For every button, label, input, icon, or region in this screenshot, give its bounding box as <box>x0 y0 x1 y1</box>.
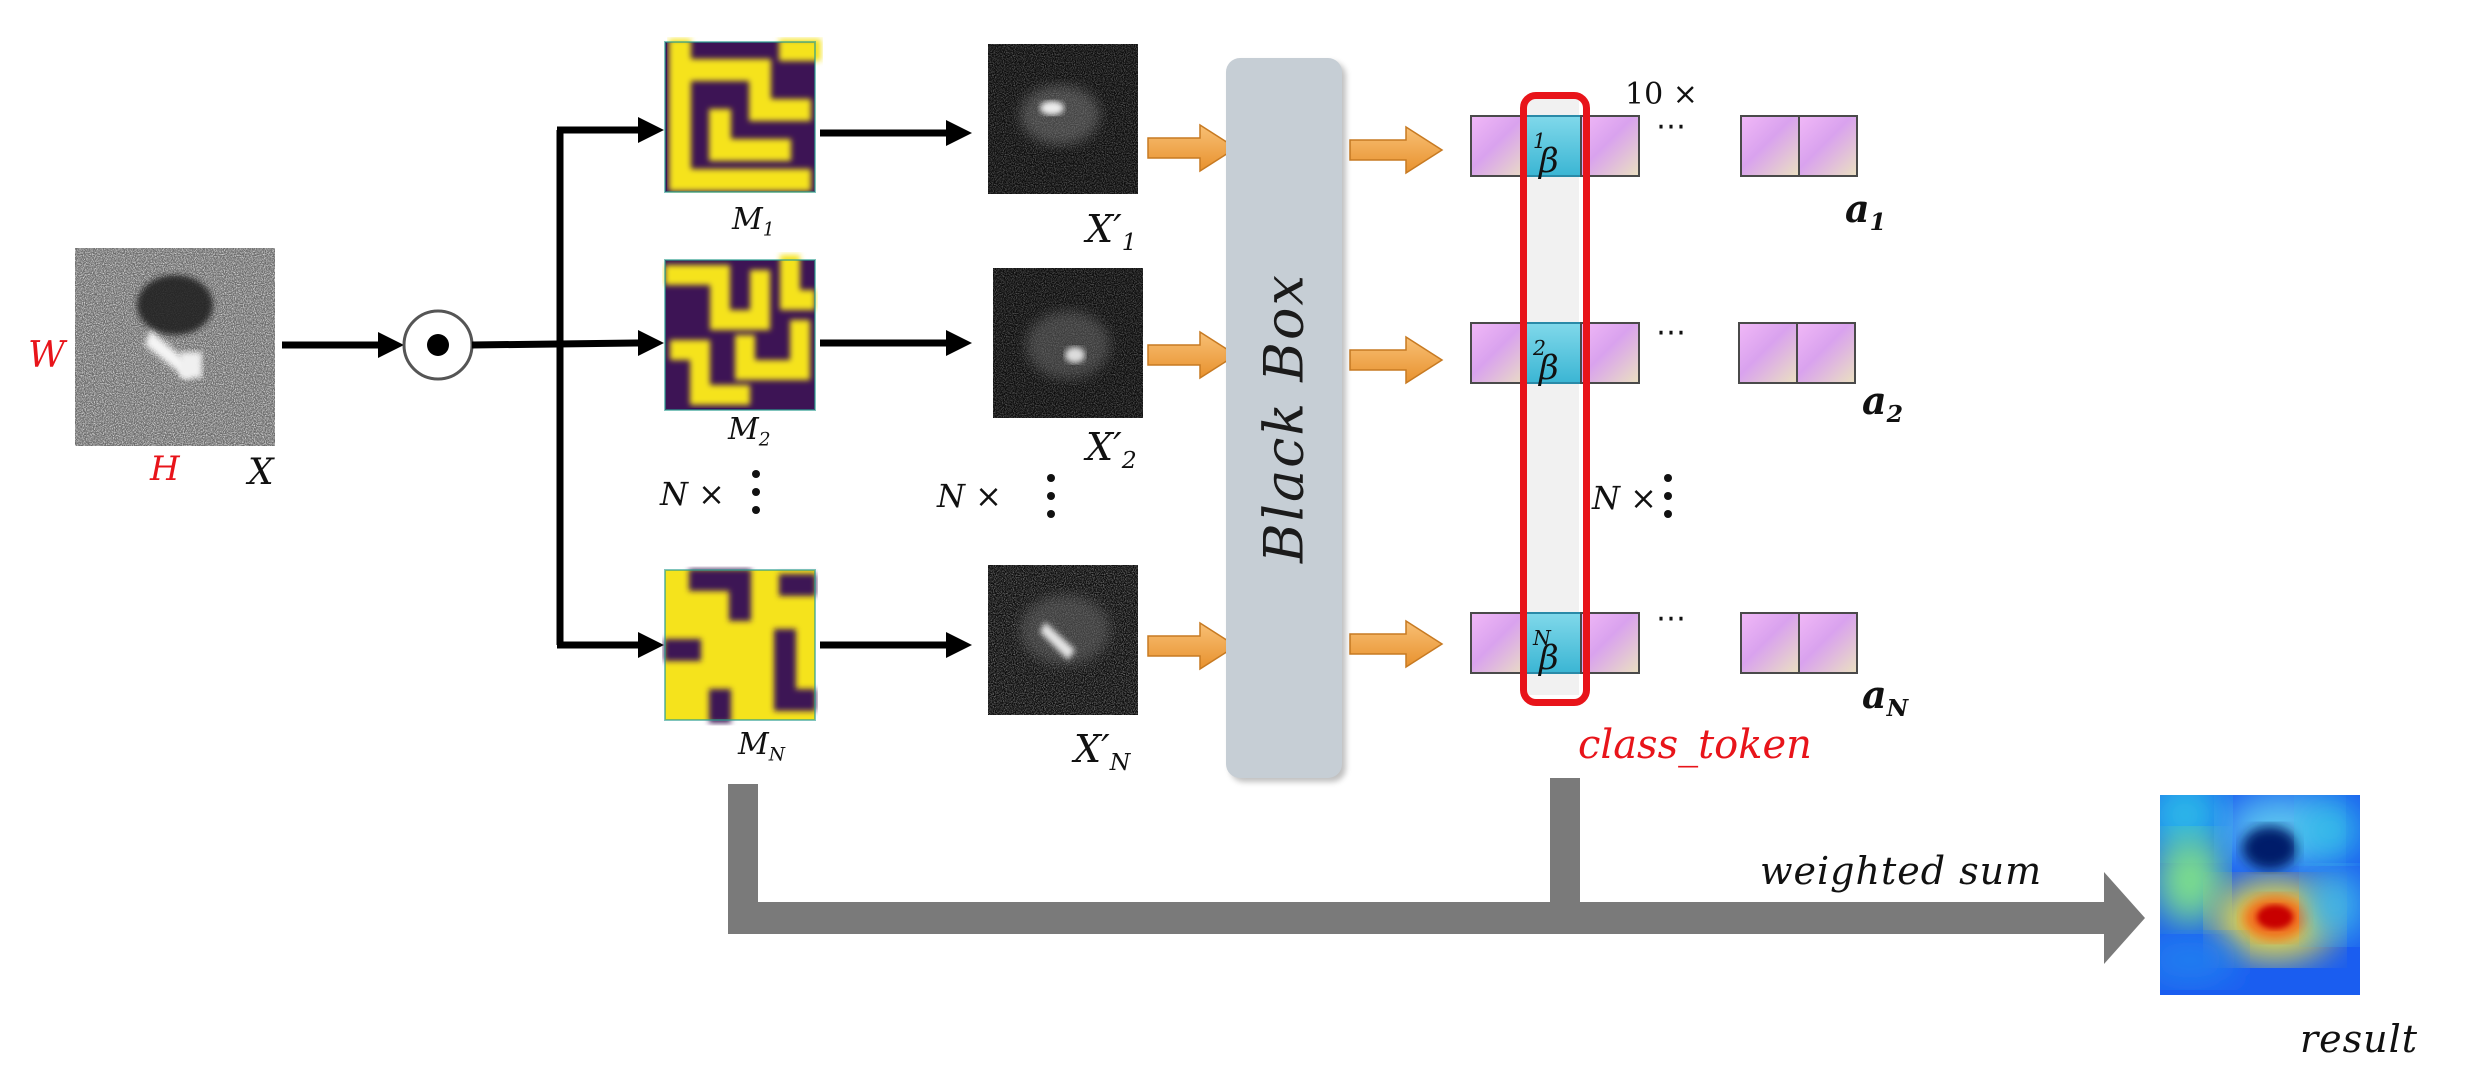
arrow-x-to-operator <box>282 332 404 358</box>
label-n-times-tokens: N × <box>1592 479 1657 517</box>
class-token-highlight <box>1520 92 1590 706</box>
label-xn-prime: X′N <box>1074 727 1131 777</box>
label-an: aN <box>1862 672 1909 723</box>
vertical-dots-tokens <box>1662 474 1674 528</box>
orange-arrows-out <box>1349 125 1444 669</box>
label-result: result <box>2300 1017 2419 1061</box>
mask-m1 <box>664 39 821 193</box>
label-m1: M1 <box>732 202 775 241</box>
mask-m2 <box>664 255 816 411</box>
label-mn: MN <box>738 727 785 766</box>
vertical-dots-images <box>1045 474 1057 528</box>
orange-arrows-in <box>1147 123 1238 671</box>
token-an-left <box>1740 612 1800 674</box>
ellipsis-row-1: ⋯ <box>1656 109 1692 144</box>
label-w: W <box>28 335 66 376</box>
token-1-right <box>1580 115 1640 177</box>
odot-icon <box>402 309 474 381</box>
black-box-label: Black Box <box>1252 273 1316 563</box>
token-a2-left <box>1738 322 1798 384</box>
result-heatmap <box>2160 795 2360 995</box>
branch-lines <box>471 126 641 649</box>
token-a1-right <box>1798 115 1858 177</box>
ellipsis-row-2: ⋯ <box>1656 315 1692 350</box>
label-ten-times: 10 × <box>1625 77 1698 112</box>
black-box-model: Black Box <box>1226 58 1342 778</box>
masked-image-x1 <box>988 44 1138 194</box>
label-x: X <box>248 452 274 493</box>
label-m2: M2 <box>728 412 771 451</box>
ellipsis-row-n: ⋯ <box>1656 601 1692 636</box>
label-n-times-masks: N × <box>660 475 725 513</box>
label-n-times-images: N × <box>937 477 1002 515</box>
token-a1-left <box>1740 115 1800 177</box>
label-x1-prime: X′1 <box>1086 207 1137 257</box>
masked-image-xn <box>988 565 1138 715</box>
vertical-dots-masks <box>750 470 762 524</box>
token-an-right <box>1798 612 1858 674</box>
input-image-x <box>75 248 275 446</box>
arrows-mask-to-image <box>820 129 948 649</box>
mask-mn <box>664 569 816 723</box>
label-class-token: class_token <box>1578 722 1812 768</box>
label-x2-prime: X′2 <box>1086 425 1137 475</box>
label-a2: a2 <box>1862 378 1904 429</box>
weighted-sum-arrow <box>728 778 2145 964</box>
class-token-column <box>1525 97 1579 695</box>
masked-image-x2 <box>993 268 1143 418</box>
token-n-right <box>1580 612 1640 674</box>
label-a1: a1 <box>1845 186 1887 237</box>
token-a2-right <box>1796 322 1856 384</box>
label-h: H <box>150 449 180 489</box>
token-2-right <box>1580 322 1640 384</box>
label-weighted-sum: weighted sum <box>1760 849 2043 893</box>
